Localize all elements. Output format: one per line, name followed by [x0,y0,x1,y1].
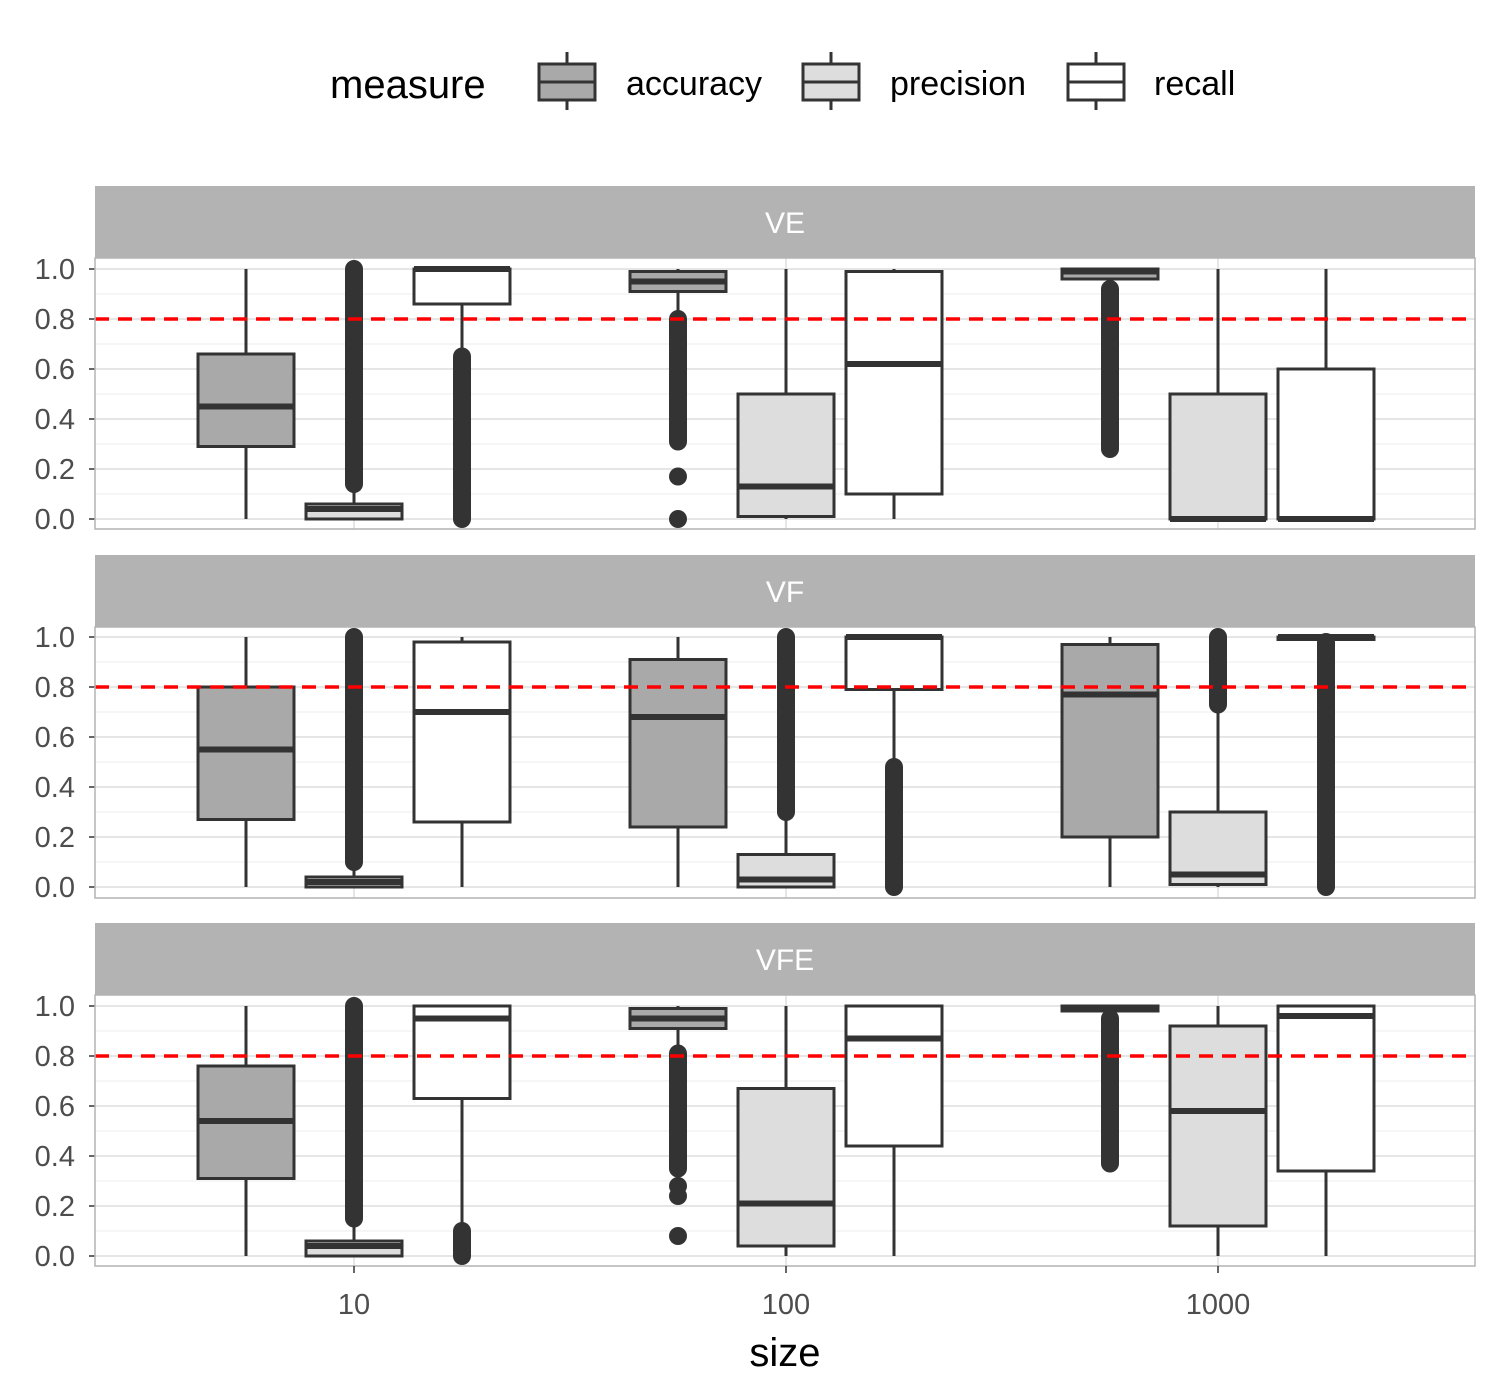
box-recall-10 [412,266,512,528]
panel-vf: VF 0.0 0.2 0.4 0.6 0.8 1.0 [35,555,1476,904]
outlier-point [669,1187,687,1205]
box-precision-1000 [1168,628,1268,887]
x-tick-label: 100 [762,1289,810,1321]
facet-panels: VE0.00.20.40.60.81.0VF0.00.20.40.60.81.0… [35,186,1476,1273]
y-tick-label: 0.8 [35,672,75,704]
box-accuracy-10 [196,1006,296,1256]
box-accuracy-1000 [1060,1004,1160,1173]
facet-strip [95,555,1475,627]
box-recall-100 [844,1004,944,1256]
box-accuracy-1000 [1060,637,1160,887]
box-body [1276,367,1376,521]
y-tick-label: 0.8 [35,304,75,336]
y-tick-label: 0.0 [35,504,75,536]
box-body [844,270,944,496]
x-tick-label: 10 [338,1289,370,1321]
y-tick-label: 0.4 [35,1141,75,1173]
box-body [1168,1024,1268,1228]
box-body [736,392,836,518]
y-tick-label: 0.2 [35,822,75,854]
box-accuracy-100 [628,1006,728,1245]
box-body [1060,643,1160,839]
panel-ve: VE 0.0 0.2 0.4 0.6 0.8 1.0 [35,186,1476,536]
y-tick-label: 1.0 [35,254,75,286]
box-recall-100 [844,634,944,896]
facet-strip [95,186,1475,258]
legend-entry-accuracy: accuracy [537,52,762,110]
legend-entry-precision: precision [801,52,1026,110]
box-body [844,1004,944,1148]
legend-label-recall: recall [1154,65,1235,103]
box-precision-100 [736,1006,836,1256]
box-precision-10 [304,997,404,1258]
y-tick-label: 0.4 [35,404,75,436]
y-tick-label: 0.2 [35,1191,75,1223]
box-recall-1000 [1276,269,1376,522]
legend: measure accuracy precision recall [330,52,1235,110]
y-tick-label: 0.6 [35,1091,75,1123]
legend-title: measure [330,63,486,107]
box-body [196,352,296,448]
box-body [1276,1004,1376,1173]
box-recall-1000 [1276,1004,1376,1256]
panel-vfe: VFE 0.0 0.2 0.4 0.6 0.8 1.0 [35,923,1476,1273]
box-recall-1000 [1276,633,1376,896]
box-recall-10 [412,637,512,887]
box-body [736,1087,836,1248]
box-precision-10 [304,628,404,889]
box-accuracy-10 [196,269,296,519]
y-tick-label: 1.0 [35,991,75,1023]
legend-entries: accuracy precision recall [537,52,1235,110]
y-tick-label: 1.0 [35,622,75,654]
panel-border [94,994,1476,1267]
box-recall-100 [844,269,944,519]
facet-strip [95,923,1475,995]
box-precision-10 [304,260,404,521]
y-tick-label: 0.6 [35,722,75,754]
box-precision-100 [736,628,836,889]
box-precision-1000 [1168,269,1268,522]
x-tick-label: 1000 [1186,1289,1251,1321]
legend-label-accuracy: accuracy [626,65,762,103]
box-body [1168,392,1268,521]
box-body [844,635,944,691]
x-axis-title: size [749,1331,820,1375]
box-accuracy-100 [628,269,728,528]
box-body [628,658,728,829]
y-tick-label: 0.0 [35,872,75,904]
box-precision-1000 [1168,1006,1268,1256]
y-tick-label: 0.8 [35,1041,75,1073]
legend-entry-recall: recall [1066,52,1235,110]
y-tick-label: 0.4 [35,772,75,804]
outlier-point [669,510,687,528]
y-tick-label: 0.6 [35,354,75,386]
box-accuracy-1000 [1060,267,1160,458]
facet-strip-label: VFE [756,944,814,977]
panel-border [94,626,1476,899]
box-recall-10 [412,1004,512,1265]
legend-label-precision: precision [890,65,1026,103]
x-axis: 10 100 1000 [338,1266,1250,1321]
box-precision-100 [736,269,836,519]
outlier-point [669,1227,687,1245]
box-body [412,640,512,824]
box-body [412,267,512,306]
facet-strip-label: VE [765,207,805,240]
y-tick-label: 0.0 [35,1241,75,1273]
outlier-point [669,467,687,486]
y-tick-label: 0.2 [35,454,75,486]
facet-strip-label: VF [766,576,804,609]
box-body [196,685,296,821]
panel-border [94,257,1476,530]
